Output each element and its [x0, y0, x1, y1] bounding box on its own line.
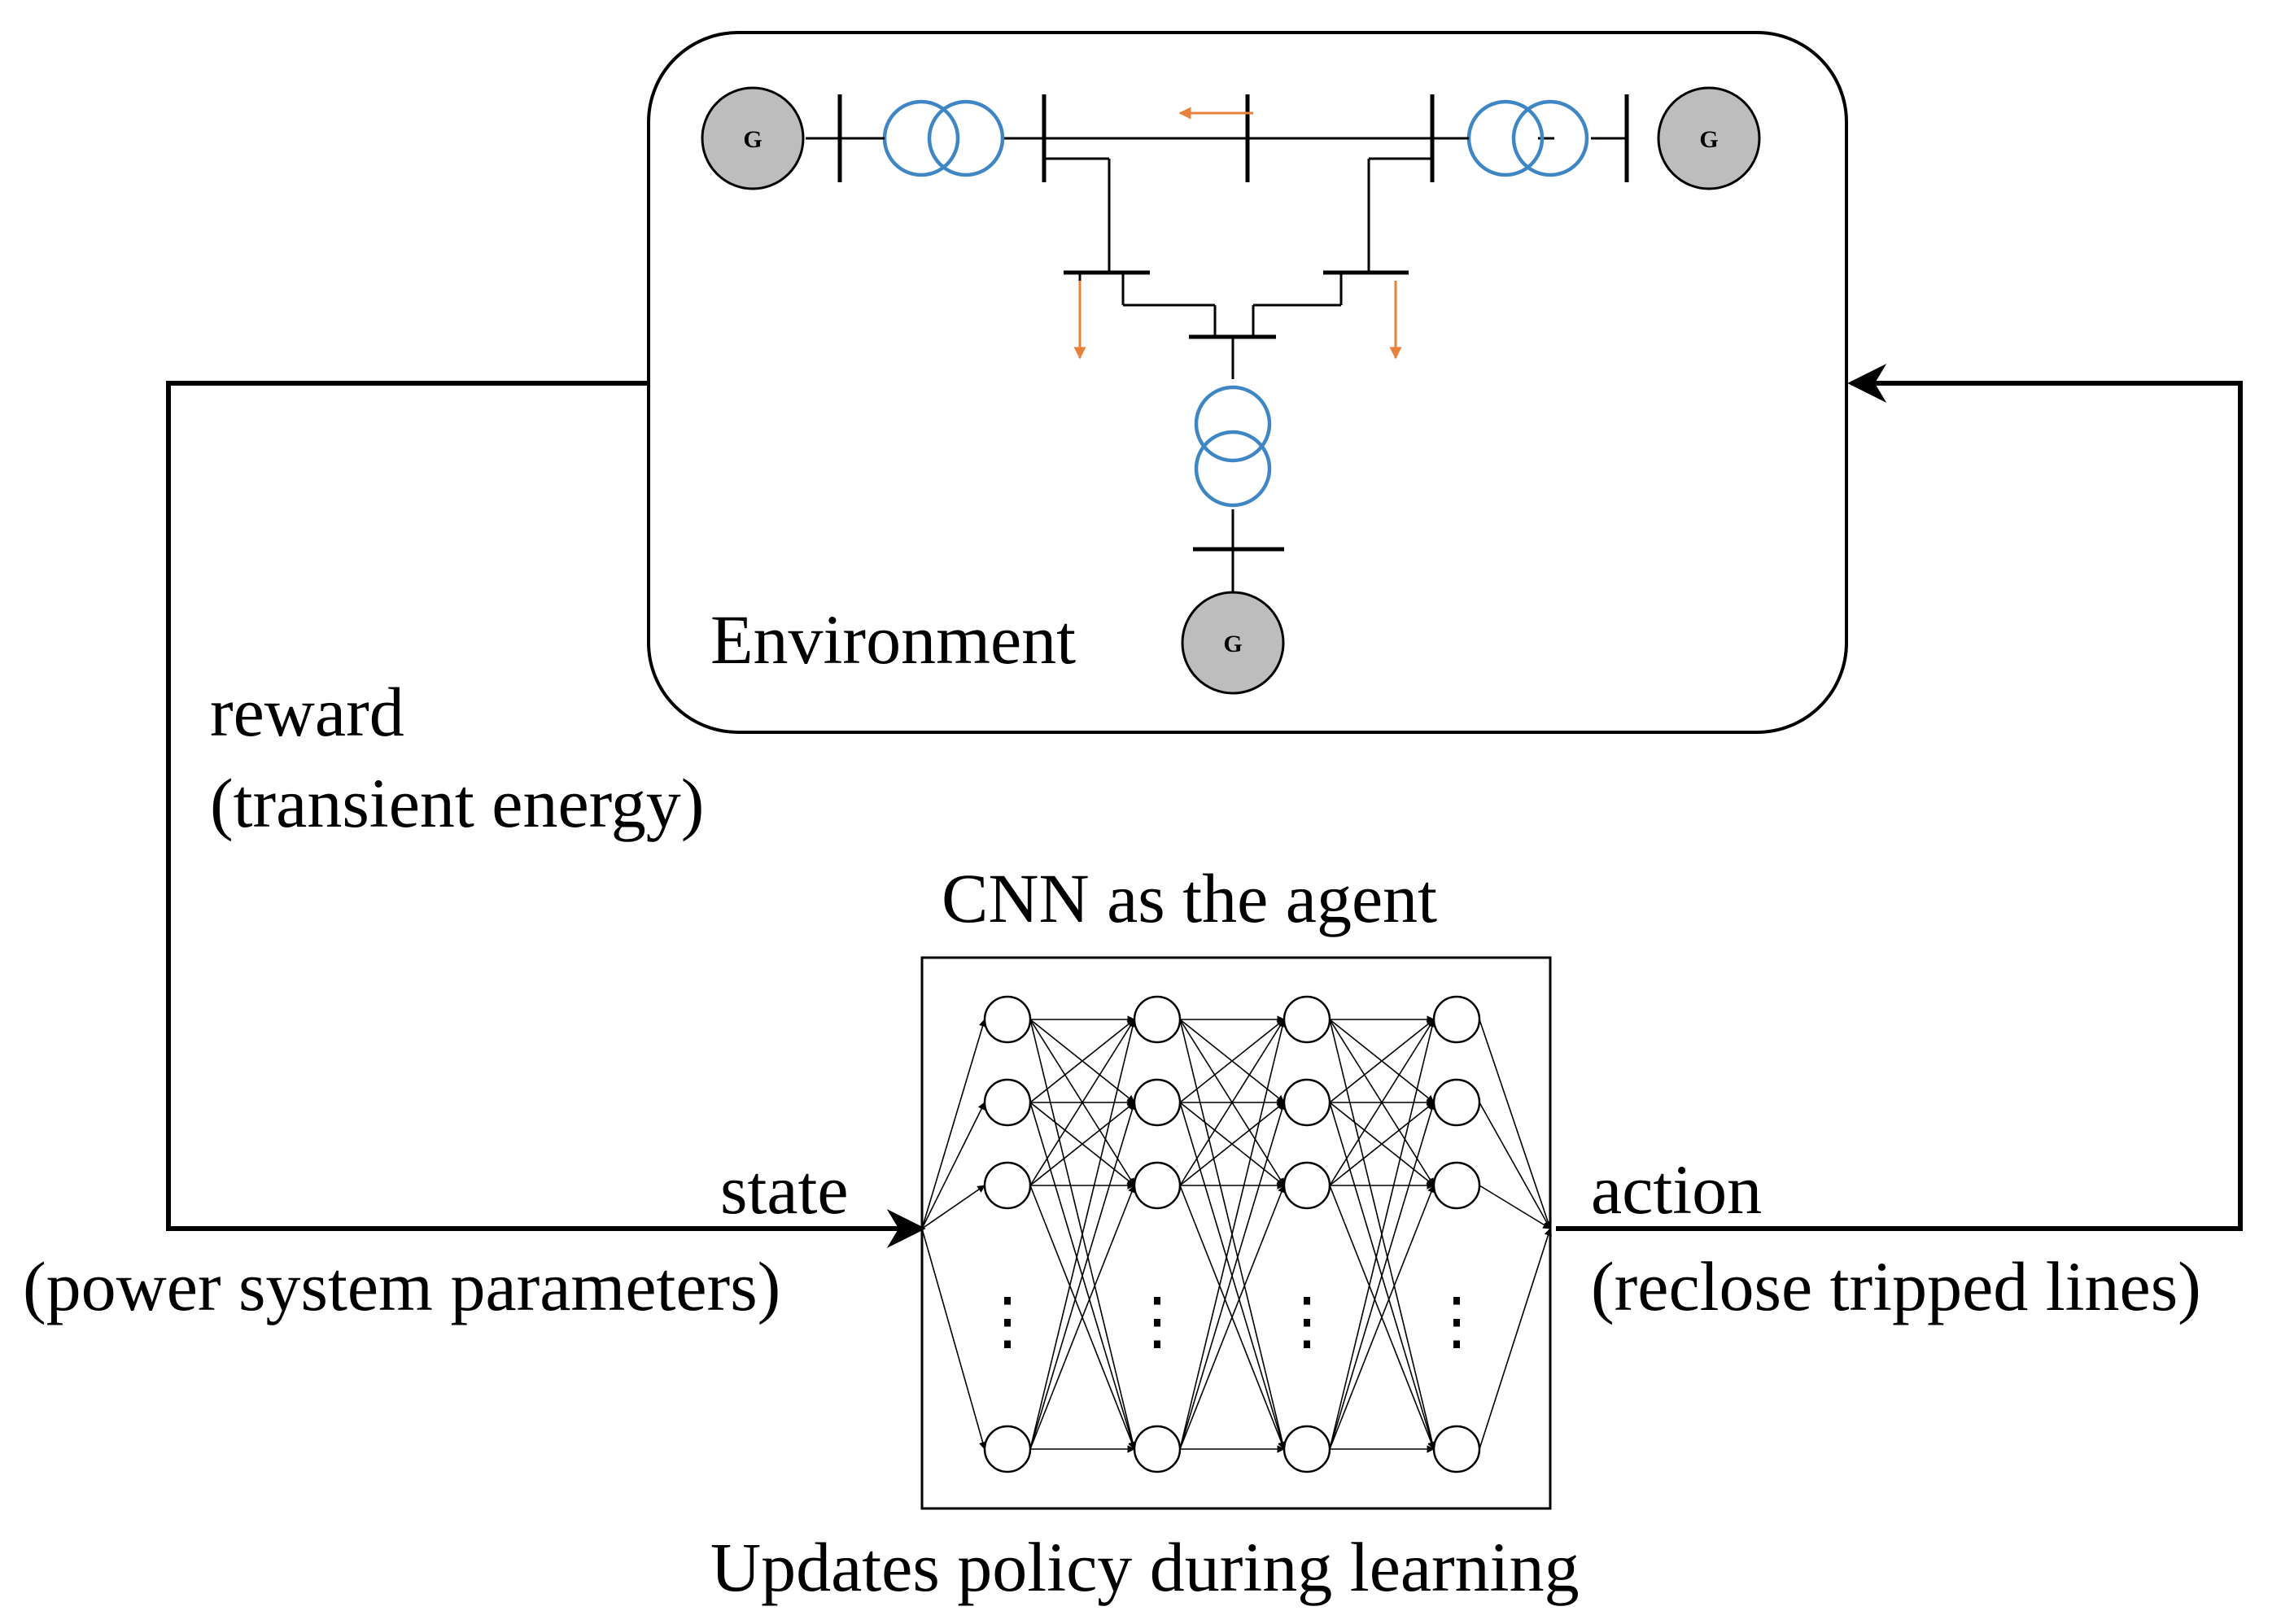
generator-label: G	[743, 126, 762, 153]
ellipsis-label: ⋮	[976, 1286, 1039, 1356]
state-label: state	[720, 1150, 849, 1229]
neuron-node	[1432, 1161, 1481, 1210]
transformer-left	[882, 99, 1005, 177]
network-edge	[1329, 1019, 1435, 1186]
neuron-node	[1133, 1078, 1182, 1127]
network-edge	[1029, 1019, 1135, 1186]
power-network: G G G	[701, 86, 1761, 695]
network-edge	[1029, 1019, 1137, 1450]
network-edge	[1179, 1102, 1287, 1450]
neuron-node	[1432, 1425, 1481, 1473]
ellipsis-label: ⋮	[1275, 1286, 1339, 1356]
action-detail-label: (reclose tripped lines)	[1591, 1247, 2201, 1325]
neuron-node	[1133, 995, 1182, 1044]
input-edge	[921, 1019, 987, 1229]
neuron-node	[983, 1078, 1032, 1127]
output-edge	[1479, 1019, 1552, 1229]
action-label: action	[1591, 1150, 1762, 1229]
neuron-node	[1432, 1078, 1481, 1127]
neuron-node	[1432, 995, 1481, 1044]
environment-label: Environment	[710, 600, 1076, 679]
output-edge	[1479, 1228, 1552, 1450]
neuron-node	[1133, 1425, 1182, 1473]
network-edge	[1329, 1102, 1435, 1186]
transformer-bottom	[1194, 385, 1272, 508]
generator-left: G	[701, 86, 805, 190]
ellipsis-label: ⋮	[1125, 1286, 1189, 1356]
network-edge	[1179, 1102, 1285, 1186]
reward-state-loop	[166, 381, 926, 1248]
neuron-node	[1133, 1161, 1182, 1210]
output-edge	[1479, 1102, 1551, 1229]
generator-right: G	[1657, 86, 1761, 190]
neuron-node	[983, 1425, 1032, 1473]
generator-label: G	[1223, 631, 1242, 657]
agent-title: CNN as the agent	[942, 859, 1437, 937]
generator-label: G	[1699, 126, 1718, 153]
neural-network: ⋮ ⋮ ⋮ ⋮	[921, 995, 1552, 1473]
neuron-node	[983, 995, 1032, 1044]
ellipsis-label: ⋮	[1425, 1286, 1488, 1356]
network-edge	[1029, 1019, 1135, 1103]
reward-label: reward	[210, 673, 404, 751]
network-edge	[1329, 1185, 1435, 1450]
caption: Updates policy during learning	[710, 1528, 1580, 1606]
state-detail-label: (power system parameters)	[23, 1247, 780, 1325]
input-edge	[921, 1102, 985, 1229]
network-edge	[1029, 1102, 1135, 1186]
reward-detail-label: (transient energy)	[210, 764, 704, 842]
neuron-node	[1283, 995, 1331, 1044]
network-edge	[1329, 1019, 1436, 1450]
neuron-node	[983, 1161, 1032, 1210]
network-edge	[1029, 1185, 1136, 1450]
network-edge	[1329, 1019, 1435, 1103]
neuron-node	[1283, 1078, 1331, 1127]
neuron-node	[1283, 1425, 1331, 1473]
network-edge	[1329, 1102, 1436, 1450]
network-edge	[1179, 1019, 1285, 1103]
network-edge	[1179, 1019, 1287, 1450]
action-loop	[1556, 364, 2243, 1231]
transformer-right	[1466, 99, 1589, 177]
environment-panel: Environment	[647, 31, 1848, 734]
input-edge	[921, 1228, 987, 1450]
input-edge	[921, 1185, 985, 1229]
neuron-node	[1283, 1161, 1331, 1210]
network-edge	[1179, 1019, 1285, 1186]
network-edge	[1179, 1185, 1286, 1450]
network-edge	[1029, 1102, 1137, 1450]
generator-bottom: G	[1181, 591, 1285, 695]
output-edge	[1479, 1185, 1551, 1229]
